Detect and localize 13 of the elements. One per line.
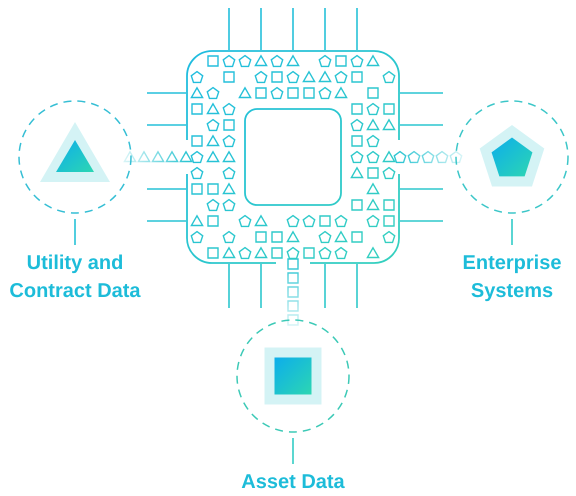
connector-line: [74, 219, 76, 245]
shape-trail: [287, 258, 299, 326]
chip-illustration: [186, 50, 400, 264]
shape-trail: [393, 150, 463, 164]
dashed-circle: [18, 100, 132, 214]
dashed-circle: [455, 100, 569, 214]
shape-trail: [123, 150, 193, 162]
dashed-circle: [236, 319, 350, 433]
text-label: Enterprise Systems: [462, 251, 562, 304]
text-label: Asset Data: [240, 470, 346, 495]
text-label: Utility and Contract Data: [8, 251, 142, 304]
connector-line: [292, 438, 294, 464]
connector-line: [511, 219, 513, 245]
